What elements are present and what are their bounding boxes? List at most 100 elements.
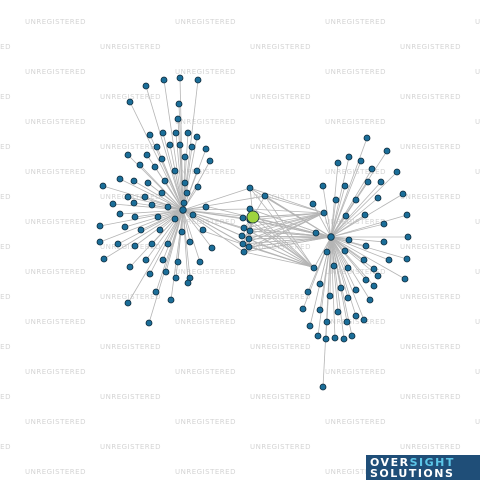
graph-node[interactable] [193, 133, 201, 141]
graph-node[interactable] [100, 255, 108, 263]
graph-node[interactable] [194, 76, 202, 84]
graph-node[interactable] [334, 308, 342, 316]
graph-node[interactable] [239, 214, 247, 222]
graph-node[interactable] [352, 312, 360, 320]
graph-node[interactable] [164, 203, 172, 211]
graph-node[interactable] [171, 167, 179, 175]
graph-node[interactable] [154, 213, 162, 221]
graph-node[interactable] [159, 129, 167, 137]
graph-node[interactable] [380, 238, 388, 246]
graph-node[interactable] [144, 179, 152, 187]
graph-node[interactable] [167, 296, 175, 304]
graph-node[interactable] [319, 383, 327, 391]
graph-node[interactable] [124, 193, 132, 201]
graph-node[interactable] [130, 199, 138, 207]
graph-node[interactable] [142, 256, 150, 264]
graph-node[interactable] [340, 335, 348, 343]
graph-node[interactable] [130, 177, 138, 185]
graph-node[interactable] [401, 275, 409, 283]
graph-node[interactable] [331, 334, 339, 342]
graph-node[interactable] [246, 184, 254, 192]
graph-node[interactable] [172, 274, 180, 282]
graph-node[interactable] [316, 280, 324, 288]
graph-node[interactable] [344, 264, 352, 272]
graph-node[interactable] [370, 282, 378, 290]
graph-node[interactable] [374, 272, 382, 280]
graph-node[interactable] [131, 242, 139, 250]
graph-node[interactable] [189, 211, 197, 219]
graph-node[interactable] [344, 294, 352, 302]
graph-node[interactable] [184, 279, 192, 287]
graph-node[interactable] [319, 182, 327, 190]
graph-node[interactable] [178, 228, 186, 236]
graph-node[interactable] [246, 227, 254, 235]
graph-node[interactable] [153, 143, 161, 151]
graph-node[interactable] [320, 209, 328, 217]
graph-node[interactable] [151, 163, 159, 171]
graph-node[interactable] [342, 212, 350, 220]
graph-node[interactable] [131, 213, 139, 221]
graph-node[interactable] [180, 199, 188, 207]
graph-node[interactable] [348, 332, 356, 340]
graph-node[interactable] [240, 224, 248, 232]
graph-node[interactable] [312, 229, 320, 237]
graph-node[interactable] [188, 143, 196, 151]
graph-node[interactable] [261, 192, 269, 200]
graph-node[interactable] [362, 276, 370, 284]
graph-node[interactable] [385, 256, 393, 264]
graph-node[interactable] [368, 165, 376, 173]
graph-node[interactable] [142, 82, 150, 90]
graph-node[interactable] [404, 233, 412, 241]
graph-node[interactable] [304, 288, 312, 296]
graph-node[interactable] [202, 145, 210, 153]
graph-node[interactable] [158, 155, 166, 163]
graph-node[interactable] [124, 151, 132, 159]
graph-node[interactable] [152, 288, 160, 296]
graph-node[interactable] [183, 189, 191, 197]
graph-node[interactable] [109, 200, 117, 208]
graph-node[interactable] [160, 76, 168, 84]
graph-node[interactable] [403, 255, 411, 263]
graph-node[interactable] [366, 296, 374, 304]
graph-node[interactable] [158, 189, 166, 197]
graph-node[interactable] [323, 248, 331, 256]
graph-node[interactable] [145, 319, 153, 327]
graph-node[interactable] [309, 200, 317, 208]
graph-node[interactable] [156, 226, 164, 234]
graph-node[interactable] [322, 335, 330, 343]
graph-node[interactable] [174, 115, 182, 123]
graph-node[interactable] [383, 147, 391, 155]
graph-node[interactable] [316, 306, 324, 314]
graph-node[interactable] [341, 247, 349, 255]
graph-node[interactable] [96, 238, 104, 246]
graph-node[interactable] [363, 134, 371, 142]
graph-node[interactable] [159, 256, 167, 264]
graph-node[interactable] [172, 129, 180, 137]
graph-node[interactable] [239, 240, 247, 248]
graph-node[interactable] [345, 153, 353, 161]
graph-node[interactable] [126, 263, 134, 271]
graph-node[interactable] [146, 131, 154, 139]
graph-node[interactable] [332, 196, 340, 204]
graph-node[interactable] [245, 235, 253, 243]
graph-node[interactable] [326, 292, 334, 300]
graph-node[interactable] [380, 220, 388, 228]
graph-node[interactable] [114, 240, 122, 248]
graph-node[interactable] [196, 258, 204, 266]
graph-node[interactable] [174, 258, 182, 266]
graph-node[interactable] [116, 175, 124, 183]
graph-node[interactable] [148, 240, 156, 248]
graph-node[interactable] [137, 226, 145, 234]
graph-node[interactable] [299, 305, 307, 313]
graph-node[interactable] [360, 256, 368, 264]
graph-node[interactable] [377, 178, 385, 186]
graph-node[interactable] [306, 322, 314, 330]
graph-node[interactable] [193, 167, 201, 175]
graph-node[interactable] [208, 244, 216, 252]
graph-node[interactable] [136, 161, 144, 169]
graph-node[interactable] [334, 159, 342, 167]
graph-node[interactable] [166, 141, 174, 149]
graph-node[interactable] [341, 182, 349, 190]
graph-node[interactable] [399, 190, 407, 198]
graph-node[interactable] [238, 232, 246, 240]
